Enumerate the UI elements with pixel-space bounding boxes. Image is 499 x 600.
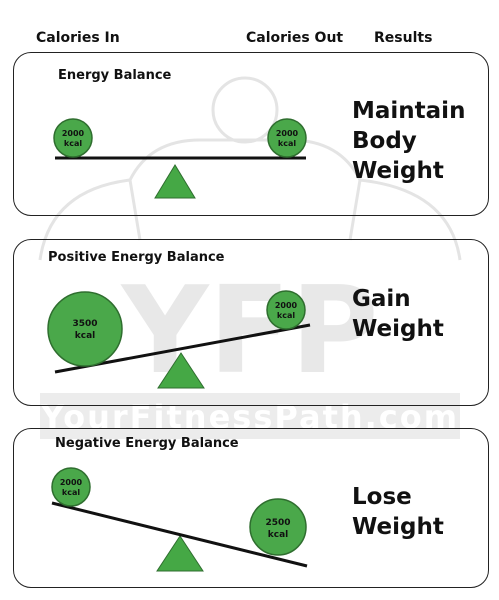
result-text: Lose Weight [352,482,444,542]
calories-out-value: 2500 [265,518,290,528]
seesaw-balanced: 2000 kcal 2000 kcal [53,118,307,199]
panel-positive-energy-balance [13,239,489,406]
calories-out-unit: kcal [268,530,288,540]
result-line: Body [352,128,417,154]
result-line: Maintain [352,98,466,124]
fulcrum-triangle [157,352,205,389]
watermark-logo: YFP [120,262,379,401]
watermark-text: YourFitnessPath.com [40,398,459,436]
panel-energy-balance [13,52,489,216]
header-calories-out: Calories Out [246,30,344,46]
calories-in-circle [51,467,91,507]
header-results: Results [374,30,433,46]
calories-in-circle [53,118,93,158]
calories-in-unit: kcal [75,331,95,341]
panel-negative-energy-balance [13,428,489,588]
panel-title: Energy Balance [58,68,172,83]
fulcrum-triangle [154,164,196,199]
calories-out-unit: kcal [278,139,296,148]
calories-out-value: 2000 [276,129,299,138]
panel-title: Positive Energy Balance [48,250,225,265]
seesaw-positive: 3500 kcal 2000 kcal [47,290,311,389]
calories-out-circle [249,498,307,556]
calories-in-circle [47,291,123,367]
seesaw-negative: 2000 kcal 2500 kcal [51,467,308,572]
fulcrum-triangle [156,535,204,572]
calories-in-value: 3500 [72,319,97,329]
calories-out-value: 2000 [275,301,298,310]
calories-in-value: 2000 [62,129,85,138]
result-text: Gain Weight [352,284,444,344]
calories-out-circle [267,118,307,158]
result-line: Weight [352,316,444,342]
result-line: Gain [352,286,411,312]
calories-in-unit: kcal [62,488,80,497]
result-text: Maintain Body Weight [352,96,465,186]
calories-in-unit: kcal [64,139,82,148]
panel-title: Negative Energy Balance [55,436,239,451]
calories-in-value: 2000 [60,478,83,487]
header-calories-in: Calories In [36,30,120,46]
result-line: Weight [352,158,444,184]
result-line: Lose [352,484,412,510]
seesaw-beam [51,501,308,568]
result-line: Weight [352,514,444,540]
calories-out-unit: kcal [277,311,295,320]
calories-out-circle [266,290,306,330]
watermark-text-band [40,393,460,439]
